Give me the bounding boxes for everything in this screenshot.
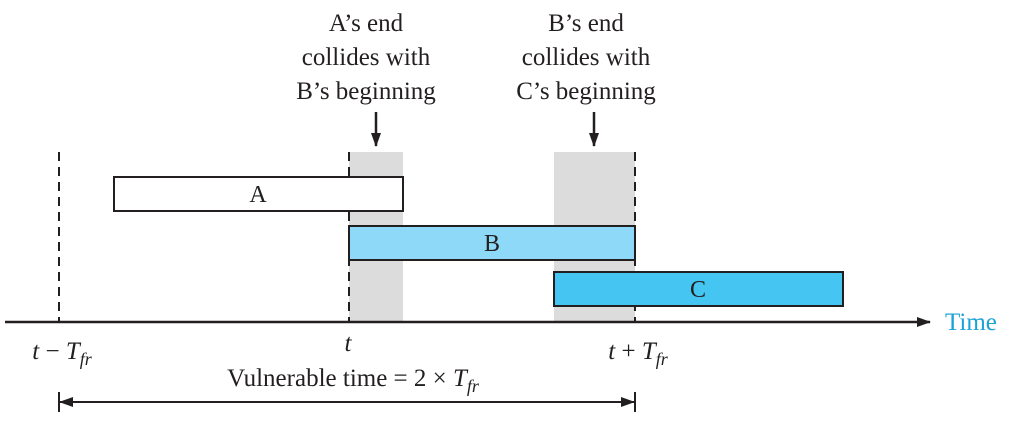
vulnerable-time-sub: fr — [467, 376, 480, 396]
tick-plus-op: + — [615, 338, 642, 365]
tick-plus-sub: fr — [656, 349, 669, 369]
annotation-a-end-line-3: B’s beginning — [296, 78, 436, 105]
frame-b — [348, 225, 636, 261]
annotation-b-end-line-3: C’s beginning — [516, 78, 656, 105]
frame-b-label: B — [484, 231, 500, 257]
tick-minus-var: t — [32, 338, 40, 365]
time-axis-label: Time — [945, 309, 997, 336]
tick-t-minus-tfr: t − Tfr — [32, 338, 92, 369]
vulnerable-time-label: Vulnerable time = 2 × Tfr — [227, 365, 480, 396]
tick-plus-T: T — [642, 338, 658, 365]
tick-minus-T: T — [66, 338, 82, 365]
tick-t: t — [345, 330, 353, 357]
annotation-b-end-line-1: B’s end — [548, 10, 624, 37]
frame-c-label: C — [690, 277, 706, 303]
annotation-b-end-line-2: collides with — [522, 44, 651, 71]
frame-a-label: A — [249, 182, 267, 208]
vulnerable-time-prefix: Vulnerable time = 2 × — [227, 365, 453, 392]
annotation-a-end-line-2: collides with — [302, 44, 431, 71]
frame-c — [553, 271, 844, 307]
vulnerable-time-T: T — [453, 365, 469, 392]
tick-minus-sub: fr — [80, 349, 93, 369]
annotation-b-end: B’s end collides with C’s beginning — [516, 10, 656, 147]
annotation-a-end: A’s end collides with B’s beginning — [296, 10, 436, 147]
tick-plus-var: t — [608, 338, 616, 365]
annotation-a-end-line-1: A’s end — [329, 10, 404, 37]
tick-t-plus-tfr: t + Tfr — [608, 338, 668, 369]
frame-a — [113, 176, 404, 212]
tick-minus-op: − — [39, 338, 66, 365]
